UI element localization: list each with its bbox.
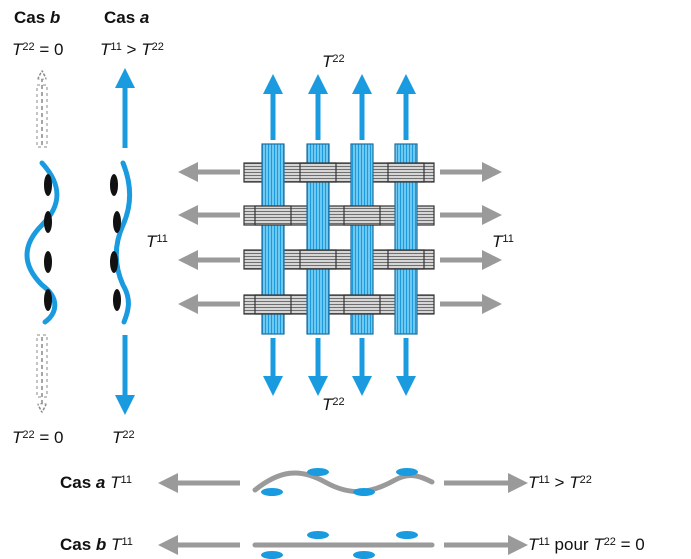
label-t22-top-center: T22 [322,52,345,71]
row-cas-b-label: Cas b T11 [60,535,133,554]
row-cas-a-label: Cas a T11 [60,473,132,492]
weft-section [44,251,52,273]
cas-b-title: Cas b [14,8,61,27]
label-t22-zero-top: T22 = 0 [12,40,64,59]
wavy-yarn-b [24,160,60,325]
weft-section [44,174,52,196]
label-t22-zero-bottom: T22 = 0 [12,428,64,447]
label-t11-gt-t22-top: T11 > T22 [100,40,164,59]
row-cas-b-result: T11 pour T22 = 0 [528,535,645,554]
weft-bars-front [254,162,425,315]
wavy-yarn-a [113,160,133,325]
woven-fabric [178,74,502,396]
blue-arrows-down [263,338,416,396]
warp-yarns [261,143,418,335]
weft-section [110,251,118,273]
blue-arrows-up [263,74,416,140]
weft-section [44,289,52,311]
weft-section [44,211,52,233]
gray-arrows-right [440,162,502,314]
gray-arrows-left [178,162,240,314]
cas-b-horizontal [158,531,528,559]
weft-section [113,289,121,311]
weft-section [110,174,118,196]
cas-a-horizontal [158,468,528,496]
label-t11-right: T11 [492,232,514,251]
label-t22-bottom-center: T22 [322,395,345,414]
row-cas-a-result: T11 > T22 [528,473,592,492]
label-t22-bottom-a: T22 [112,428,135,447]
weft-section [113,211,121,233]
label-t11-left: T11 [146,232,168,251]
cas-a-title: Cas a [104,8,150,27]
cas-a-vertical [110,68,135,415]
cas-b-vertical [24,75,60,408]
